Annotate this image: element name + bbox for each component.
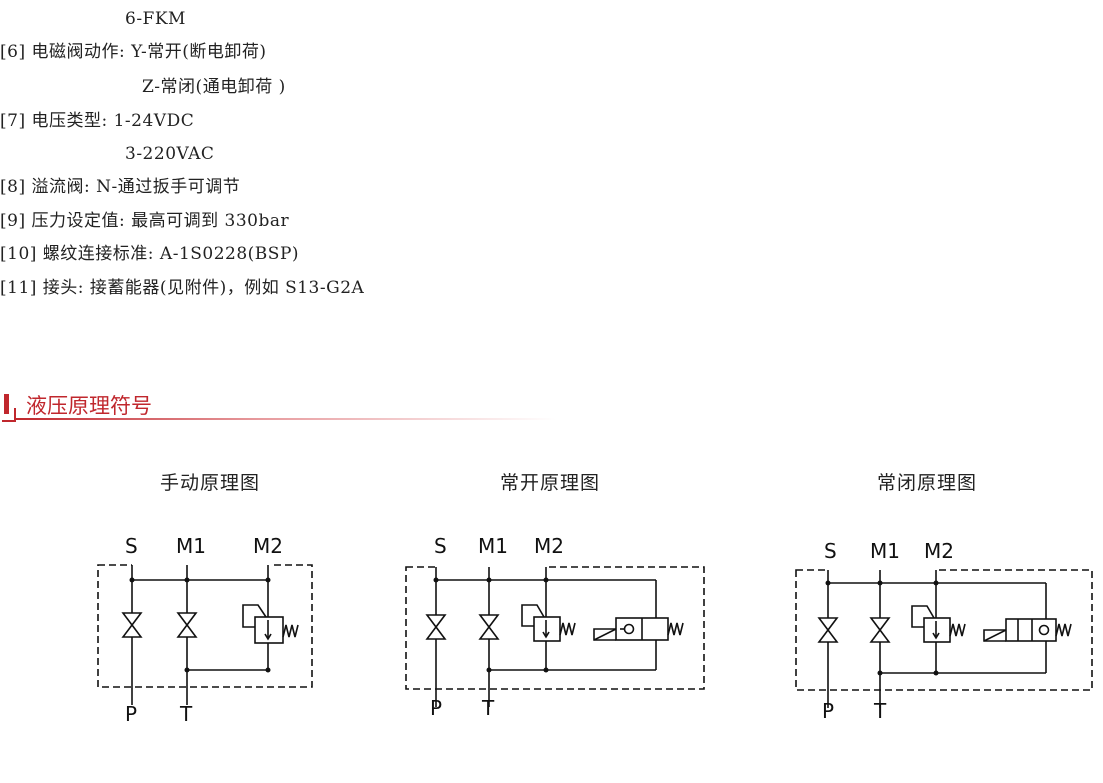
spring-symbol [949, 623, 966, 637]
schematic-normally-closed: S M1 M2 P T [795, 539, 1093, 723]
port-label-s: S [125, 534, 138, 558]
section-title: 液压原理符号 [26, 394, 152, 418]
section-header: 液压原理符号 [0, 390, 560, 426]
diagram-title-manual: 手动原理图 [160, 472, 261, 494]
section-marker [4, 394, 9, 414]
port-label-p: P [125, 702, 137, 726]
spec-line-seal: 6-FKM [125, 9, 186, 29]
schematic-manual: S M1 M2 P T [97, 534, 313, 726]
spec-line-voltage: [7] 电压类型: 1-24VDC [0, 111, 195, 131]
spec-line-thread-standard: [10] 螺纹连接标准: A-1S0228(BSP) [0, 244, 300, 264]
spec-line-relief-valve: [8] 溢流阀: N-通过扳手可调节 [0, 177, 241, 197]
port-label-m2: M2 [924, 539, 954, 563]
shutoff-valve-m1 [176, 612, 198, 627]
port-label-p: P [822, 699, 834, 723]
solenoid-spring [667, 622, 684, 636]
port-label-s: S [434, 534, 447, 558]
solenoid-spring [1055, 623, 1072, 637]
port-label-t: T [873, 699, 887, 723]
port-label-s: S [824, 539, 837, 563]
port-label-m1: M1 [478, 534, 508, 558]
relief-valve-symbol [533, 616, 561, 642]
solenoid-coil [593, 628, 616, 641]
shutoff-valve-s [817, 617, 839, 632]
spec-line-solenoid-action: [6] 电磁阀动作: Y-常开(断电卸荷) [0, 42, 267, 62]
section-corner [2, 408, 16, 422]
port-label-t: T [179, 702, 193, 726]
diagram-title-normally-closed: 常闭原理图 [877, 472, 978, 494]
port-label-t: T [481, 696, 495, 720]
spring-symbol [282, 624, 299, 638]
port-label-m2: M2 [253, 534, 283, 558]
solenoid-coil [983, 629, 1006, 642]
port-label-m2: M2 [534, 534, 564, 558]
shutoff-valve-s [425, 614, 447, 629]
relief-valve-symbol [254, 616, 284, 644]
schematic-normally-open: S M1 M2 P T [405, 534, 705, 720]
shutoff-valve-s [121, 612, 143, 627]
relief-valve-symbol [923, 617, 951, 643]
port-label-m1: M1 [176, 534, 206, 558]
valve-block-outline [795, 569, 1093, 691]
spec-line-pressure-setting: [9] 压力设定值: 最高可调到 330bar [0, 211, 290, 231]
diagram-title-normally-open: 常开原理图 [500, 472, 601, 494]
port-label-m1: M1 [870, 539, 900, 563]
shutoff-valve-m1 [478, 614, 500, 629]
section-divider [16, 418, 556, 420]
port-label-p: P [430, 696, 442, 720]
spring-symbol [559, 622, 576, 636]
shutoff-valve-m1 [869, 617, 891, 632]
valve-block-outline [405, 566, 705, 690]
spec-line-connector: [11] 接头: 接蓄能器(见附件)，例如 S13-G2A [0, 278, 365, 298]
valve-block-outline [97, 564, 313, 688]
spec-line-voltage-ac: 3-220VAC [125, 144, 215, 164]
spec-line-solenoid-z: Z-常闭(通电卸荷 ) [142, 77, 286, 97]
